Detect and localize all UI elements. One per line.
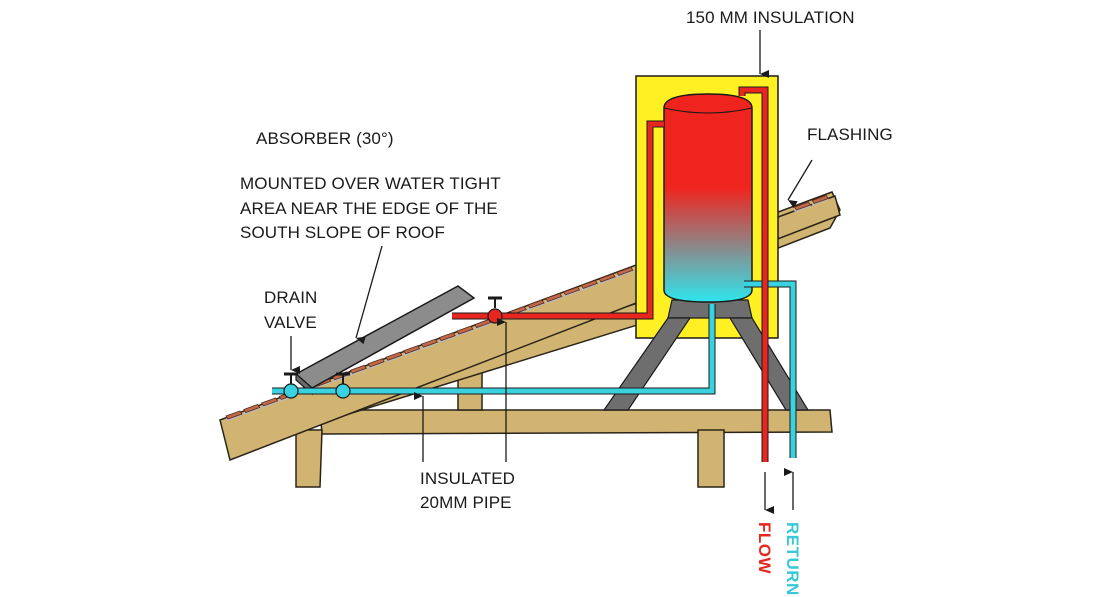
cold-outline-c [744, 280, 797, 458]
roof-tile [616, 266, 634, 276]
label-pipe-line2: 20MM PIPE [420, 493, 512, 512]
label-drain-line1: DRAIN [264, 288, 318, 307]
cold-pipe-main [272, 304, 715, 394]
roof-tile [243, 403, 261, 413]
roof-tile [527, 299, 545, 309]
label-mounted-line3: SOUTH SLOPE OF ROOF [240, 223, 445, 242]
label-mounted-line2: AREA NEAR THE EDGE OF THE [240, 199, 498, 218]
label-flow: FLOW [755, 522, 774, 575]
roof-tile [420, 338, 439, 348]
roof-tile [598, 273, 616, 283]
hot-outline-a [452, 120, 664, 314]
label-return: RETURN [783, 522, 802, 596]
leader-arrows [290, 30, 813, 514]
cold-valve-body [335, 383, 351, 399]
hot-outline-d [744, 92, 763, 462]
roof-tile [225, 410, 243, 420]
cold-valve[interactable] [335, 372, 351, 399]
label-pipe-line1: INSULATED [420, 469, 516, 488]
label-mounted-line1: MOUNTED OVER WATER TIGHT [240, 174, 501, 193]
roof-tile [385, 351, 403, 361]
hot-pipe-flow [739, 87, 768, 462]
roof-tile [403, 345, 421, 355]
label-drain-line2: VALVE [264, 313, 317, 332]
roof-tile [545, 292, 563, 302]
hot-water-tank [663, 93, 753, 303]
drain-valve-body [283, 383, 299, 399]
cold-outline-a [272, 304, 710, 389]
arrow-flashing [787, 159, 813, 209]
tank-top-rim [663, 107, 753, 114]
roof-tile [562, 286, 581, 296]
roof-tile [260, 397, 279, 407]
hot-pipe-collector [452, 121, 664, 319]
stand-leg-left [602, 317, 692, 411]
label-insulation: 150 MM INSULATION [686, 8, 855, 27]
arrow-absorber [355, 245, 383, 345]
label-flashing: FLASHING [807, 125, 893, 144]
roof-tile [349, 364, 367, 374]
roof-tile [474, 319, 492, 329]
hot-pipe-outline [452, 86, 769, 462]
label-absorber: ABSORBER (30°) [256, 129, 394, 148]
hot-pipes [452, 87, 768, 462]
hot-valve[interactable] [487, 296, 503, 324]
roof-tile [456, 325, 474, 335]
cold-outline-d [744, 286, 791, 458]
ceiling-joist [319, 409, 833, 435]
roof-tile [367, 358, 385, 368]
roof-tile [793, 201, 812, 211]
hot-valve-body [487, 308, 503, 324]
cold-pipe-return [744, 281, 796, 458]
drain-valve[interactable] [283, 372, 299, 399]
joist-post-right [697, 429, 725, 488]
hot-outline-c [738, 86, 769, 462]
hot-outline-b [452, 126, 664, 320]
cold-pipes [272, 281, 796, 458]
roof-tile [438, 332, 456, 342]
joist-post-left [295, 429, 323, 488]
roof-tile [811, 195, 829, 205]
roof-tile [580, 279, 598, 289]
